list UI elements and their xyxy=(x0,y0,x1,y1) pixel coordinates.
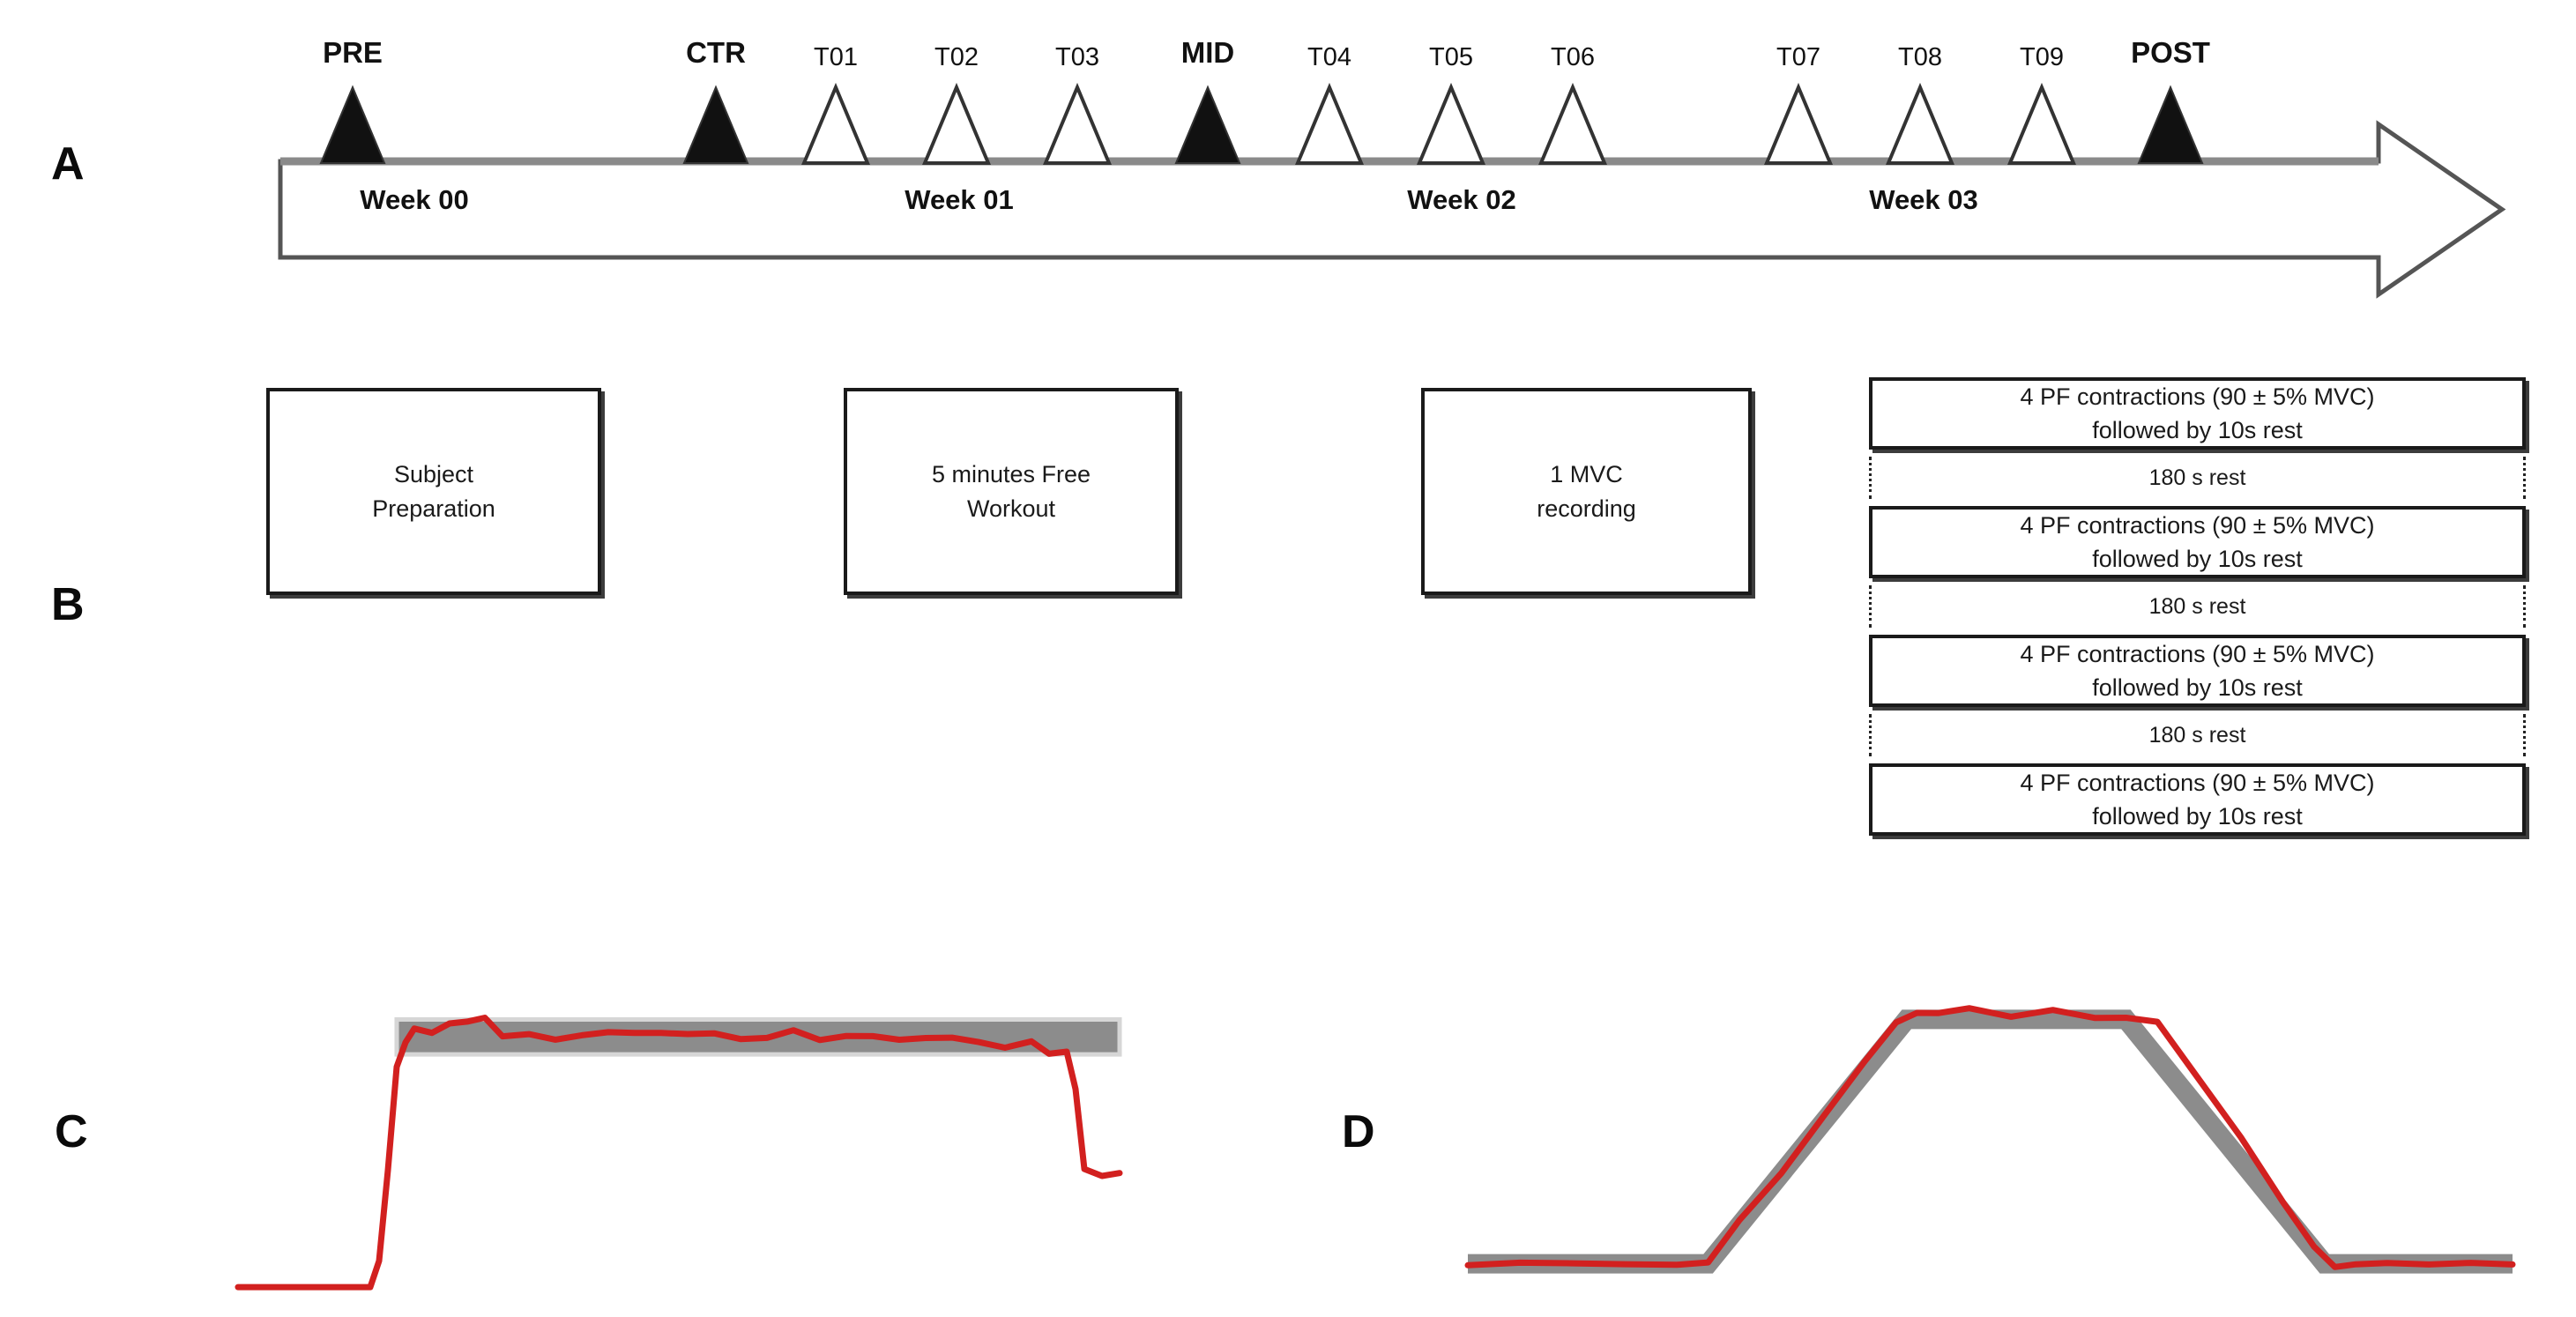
timeline-marker-pre[interactable] xyxy=(319,85,386,164)
contraction-line-2: followed by 10s rest xyxy=(2092,674,2303,701)
contraction-line-1: 4 PF contractions (90 ± 5% MVC) xyxy=(2020,511,2375,539)
timeline-marker-t01[interactable] xyxy=(800,82,871,165)
contraction-block-1: 4 PF contractions (90 ± 5% MVC) followed … xyxy=(1869,377,2526,450)
timeline-label-pre: PRE xyxy=(323,36,383,69)
contraction-block-2: 4 PF contractions (90 ± 5% MVC) followed … xyxy=(1869,506,2526,578)
contraction-line-1: 4 PF contractions (90 ± 5% MVC) xyxy=(2020,383,2375,410)
timeline-marker-t05[interactable] xyxy=(1416,82,1486,165)
timeline-marker-t09[interactable] xyxy=(2006,82,2077,165)
panel-c-chart xyxy=(235,1015,1123,1291)
timeline-label-t03: T03 xyxy=(1055,43,1099,71)
flow-text-line: Subject xyxy=(393,461,474,488)
panel-d-trapezoid-trace xyxy=(1287,961,2576,1317)
timeline-marker-post[interactable] xyxy=(2137,85,2204,164)
panel-letter-c: C xyxy=(55,1106,88,1157)
contraction-block-text: 4 PF contractions (90 ± 5% MVC) followed … xyxy=(2012,380,2384,448)
timeline-marker-t08[interactable] xyxy=(1885,82,1955,165)
timeline-week-3: Week 03 xyxy=(1869,184,1978,215)
panel-letter-b: B xyxy=(51,579,85,630)
timeline-label-t07: T07 xyxy=(1776,43,1820,71)
contraction-block-text: 4 PF contractions (90 ± 5% MVC) followed … xyxy=(2012,637,2384,705)
contraction-line-2: followed by 10s rest xyxy=(2092,417,2303,443)
rest-label: 180 s rest xyxy=(2148,593,2246,619)
panel-letter-a: A xyxy=(51,138,85,190)
timeline-marker-t07[interactable] xyxy=(1763,82,1834,165)
rest-interval-3: 180 s rest xyxy=(1869,714,2526,756)
timeline-label-t04: T04 xyxy=(1307,43,1351,71)
timeline-label-t08: T08 xyxy=(1898,43,1942,71)
timeline-label-t02: T02 xyxy=(934,43,979,71)
timeline-label-ctr: CTR xyxy=(686,36,746,69)
contraction-line-2: followed by 10s rest xyxy=(2092,546,2303,572)
timeline-week-2: Week 02 xyxy=(1407,184,1516,215)
flow-text-line: Preparation xyxy=(372,495,495,522)
panel-d-target-trapezoid xyxy=(1468,1009,2513,1274)
contraction-block-4: 4 PF contractions (90 ± 5% MVC) followed … xyxy=(1869,763,2526,836)
timeline-label-post: POST xyxy=(2131,36,2210,69)
flow-box-mvc-recording: 1 MVC recording xyxy=(1421,388,1752,595)
contraction-line-2: followed by 10s rest xyxy=(2092,803,2303,830)
timeline-marker-t06[interactable] xyxy=(1537,82,1608,165)
flow-text-line: recording xyxy=(1537,495,1636,522)
timeline-label-mid: MID xyxy=(1180,36,1235,69)
timeline-marker-ctr[interactable] xyxy=(682,85,749,164)
timeline-marker-t03[interactable] xyxy=(1042,82,1113,165)
panel-a-timeline: PRE CTR T01 T02 T03 MID T04 T05 T06 T07 T08 T09 POST… xyxy=(0,0,2576,300)
timeline-marker-triangles xyxy=(319,82,2204,165)
timeline-label-t06: T06 xyxy=(1551,43,1595,71)
timeline-label-t09: T09 xyxy=(2020,43,2064,71)
timeline-label-t05: T05 xyxy=(1429,43,1473,71)
rest-interval-1: 180 s rest xyxy=(1869,457,2526,499)
panel-d-chart xyxy=(1464,1005,2516,1274)
panel-c-force-trace xyxy=(235,1015,1123,1291)
timeline-week-0: Week 00 xyxy=(360,184,469,215)
panel-b-session-flow: Subject Preparation 5 minutes Free Worko… xyxy=(0,344,2576,926)
contraction-line-1: 4 PF contractions (90 ± 5% MVC) xyxy=(2020,769,2375,796)
timeline-marker-t02[interactable] xyxy=(921,82,992,165)
contraction-block-text: 4 PF contractions (90 ± 5% MVC) followed … xyxy=(2012,766,2384,834)
contraction-line-1: 4 PF contractions (90 ± 5% MVC) xyxy=(2020,640,2375,667)
flow-box-free-workout: 5 minutes Free Workout xyxy=(844,388,1179,595)
flow-box-subject-preparation: Subject Preparation xyxy=(266,388,601,595)
rest-label: 180 s rest xyxy=(2148,465,2246,490)
flow-text-line: Workout xyxy=(966,495,1056,522)
flow-text-line: 5 minutes Free xyxy=(931,461,1091,488)
flow-box-free-workout-text: 5 minutes Free Workout xyxy=(923,458,1099,525)
timeline-week-1: Week 01 xyxy=(905,184,1014,215)
flow-box-subject-preparation-text: Subject Preparation xyxy=(363,458,504,525)
timeline-arrow-body xyxy=(278,120,2506,299)
timeline-label-t01: T01 xyxy=(814,43,858,71)
rest-label: 180 s rest xyxy=(2148,722,2246,748)
contraction-block-text: 4 PF contractions (90 ± 5% MVC) followed … xyxy=(2012,509,2384,577)
panel-c-square-trace xyxy=(0,961,1287,1317)
flow-box-mvc-recording-text: 1 MVC recording xyxy=(1528,458,1645,525)
timeline-marker-t04[interactable] xyxy=(1294,82,1365,165)
panel-letter-d: D xyxy=(1342,1106,1375,1157)
flow-text-line: 1 MVC xyxy=(1550,461,1623,488)
panel-d-force-trace xyxy=(1464,1005,2516,1270)
rest-interval-2: 180 s rest xyxy=(1869,585,2526,628)
contraction-block-3: 4 PF contractions (90 ± 5% MVC) followed … xyxy=(1869,635,2526,707)
timeline-graphic xyxy=(278,82,2506,299)
timeline-marker-mid[interactable] xyxy=(1174,85,1241,164)
